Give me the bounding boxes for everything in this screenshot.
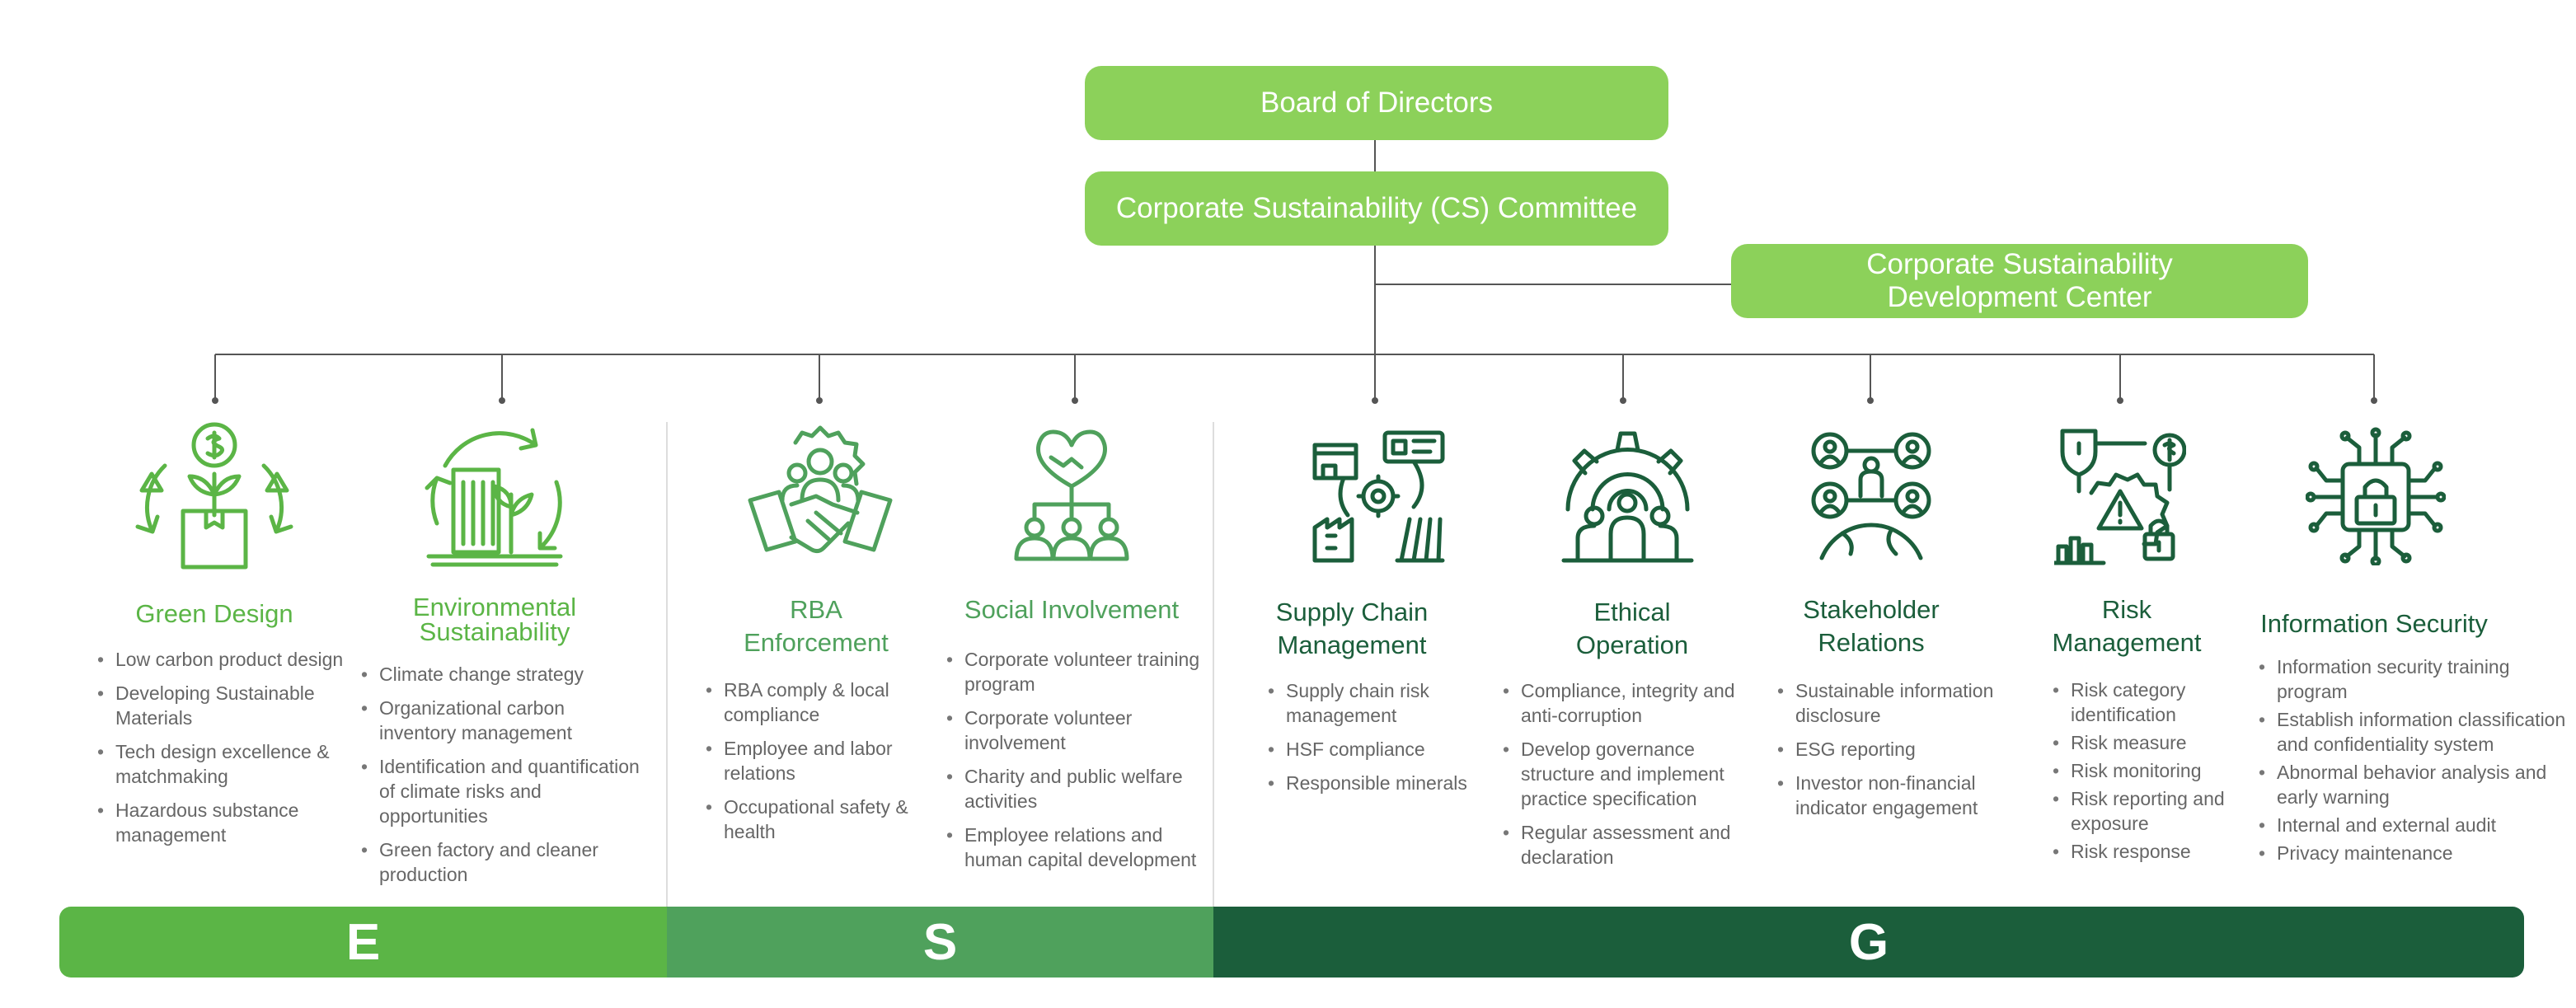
list-item: Establish information classification and… — [2259, 707, 2572, 757]
list-item: Employee and labor relations — [706, 736, 920, 785]
list-risk-management: Risk category identification Risk measur… — [2053, 677, 2267, 867]
center-label-line1: Corporate Sustainability — [1866, 248, 2173, 280]
list-item: Corporate volunteer training program — [946, 647, 1210, 696]
title-ethical-operation: Ethical Operation — [1509, 596, 1756, 662]
title-social-involvement: Social Involvement — [948, 593, 1195, 626]
list-item: Develop governance structure and impleme… — [1503, 737, 1767, 811]
list-item: Green factory and cleaner production — [361, 837, 645, 887]
list-green-design: Low carbon product design Developing Sus… — [97, 647, 361, 856]
band-g: G — [1213, 907, 2524, 978]
list-item: Risk response — [2053, 839, 2267, 864]
supply-chain-icon — [1312, 430, 1445, 563]
board-of-directors-box: Board of Directors — [1085, 66, 1668, 140]
title-environmental-sustainability: Environmental Sustainability — [371, 593, 618, 646]
list-item: Hazardous substance management — [97, 798, 361, 847]
list-item: Information security training program — [2259, 654, 2572, 704]
title-information-security: Information Security — [2250, 607, 2498, 640]
board-label: Board of Directors — [1260, 87, 1494, 119]
list-supply-chain-management: Supply chain risk management HSF complia… — [1268, 678, 1474, 804]
list-item: Risk reporting and exposure — [2053, 786, 2267, 836]
list-item: Compliance, integrity and anti-corruptio… — [1503, 678, 1767, 728]
list-item: Investor non-financial indicator engagem… — [1777, 771, 2033, 820]
handshake-group-icon — [748, 425, 893, 554]
title-line: Management — [2052, 628, 2202, 657]
title-line: Operation — [1575, 631, 1689, 659]
circuit-lock-icon — [2306, 427, 2446, 565]
title-supply-chain-management: Supply Chain Management — [1228, 596, 1476, 662]
committee-label: Corporate Sustainability (CS) Committee — [1115, 192, 1638, 224]
title-line: Ethical — [1593, 598, 1671, 626]
recycle-box-icon — [135, 422, 293, 570]
title-line: Enforcement — [744, 628, 889, 657]
band-s: S — [667, 907, 1213, 978]
list-environmental-sustainability: Climate change strategy Organizational c… — [361, 662, 645, 896]
list-item: Tech design excellence & matchmaking — [97, 739, 361, 789]
list-stakeholder-relations: Sustainable information disclosure ESG r… — [1777, 678, 2033, 829]
list-item: Abnormal behavior analysis and early war… — [2259, 760, 2572, 809]
list-item: Climate change strategy — [361, 662, 645, 687]
stakeholder-network-icon — [1811, 432, 1931, 560]
title-line: Management — [1277, 631, 1427, 659]
title-line: Relations — [1818, 628, 1925, 657]
heart-community-icon — [1014, 429, 1129, 561]
band-s-label: S — [922, 913, 958, 971]
list-item: Risk monitoring — [2053, 758, 2267, 783]
list-item: Identification and quantification of cli… — [361, 754, 645, 828]
title-line: Green Design — [135, 599, 293, 628]
title-line: Information Security — [2260, 609, 2488, 638]
divider-s-g — [1213, 422, 1214, 908]
list-item: Responsible minerals — [1268, 771, 1474, 795]
list-item: Occupational safety & health — [706, 795, 920, 844]
list-item: Internal and external audit — [2259, 813, 2572, 837]
list-item: Risk measure — [2053, 730, 2267, 755]
list-item: HSF compliance — [1268, 737, 1474, 762]
list-item: ESG reporting — [1777, 737, 2033, 762]
list-information-security: Information security training program Es… — [2259, 654, 2572, 869]
center-label-line2: Development Center — [1887, 281, 2152, 313]
title-line: Risk — [2101, 595, 2152, 624]
band-e: E — [59, 907, 667, 978]
list-social-involvement: Corporate volunteer training program Cor… — [946, 647, 1210, 881]
title-line: Social Involvement — [964, 595, 1180, 624]
cs-development-center-box: Corporate Sustainability Development Cen… — [1731, 244, 2308, 318]
green-building-icon — [425, 428, 563, 567]
list-item: Supply chain risk management — [1268, 678, 1474, 728]
title-stakeholder-relations: Stakeholder Relations — [1748, 593, 1995, 659]
title-line: Stakeholder — [1803, 595, 1940, 624]
list-item: Developing Sustainable Materials — [97, 681, 361, 730]
gear-people-icon — [1561, 431, 1694, 563]
risk-warning-icon — [2054, 429, 2186, 565]
list-item: Corporate volunteer involvement — [946, 706, 1210, 755]
list-item: Employee relations and human capital dev… — [946, 823, 1210, 872]
title-line: Environmental — [412, 593, 577, 621]
list-item: RBA comply & local compliance — [706, 677, 920, 727]
cs-committee-box: Corporate Sustainability (CS) Committee — [1085, 171, 1668, 246]
list-item: Low carbon product design — [97, 647, 361, 672]
list-item: Regular assessment and declaration — [1503, 820, 1767, 870]
band-g-label: G — [1848, 913, 1889, 971]
list-item: Privacy maintenance — [2259, 841, 2572, 865]
title-risk-management: Risk Management — [2003, 593, 2250, 659]
title-rba-enforcement: RBA Enforcement — [692, 593, 940, 659]
title-line: Sustainability — [419, 617, 570, 646]
list-item: Risk category identification — [2053, 677, 2267, 727]
list-item: Sustainable information disclosure — [1777, 678, 2033, 728]
list-ethical-operation: Compliance, integrity and anti-corruptio… — [1503, 678, 1767, 879]
list-item: Organizational carbon inventory manageme… — [361, 696, 645, 745]
band-e-label: E — [345, 913, 381, 971]
title-line: RBA — [790, 595, 842, 624]
list-item: Charity and public welfare activities — [946, 764, 1210, 813]
title-green-design: Green Design — [91, 598, 338, 631]
list-rba-enforcement: RBA comply & local compliance Employee a… — [706, 677, 920, 853]
divider-e-s — [666, 422, 668, 908]
title-line: Supply Chain — [1275, 598, 1429, 626]
